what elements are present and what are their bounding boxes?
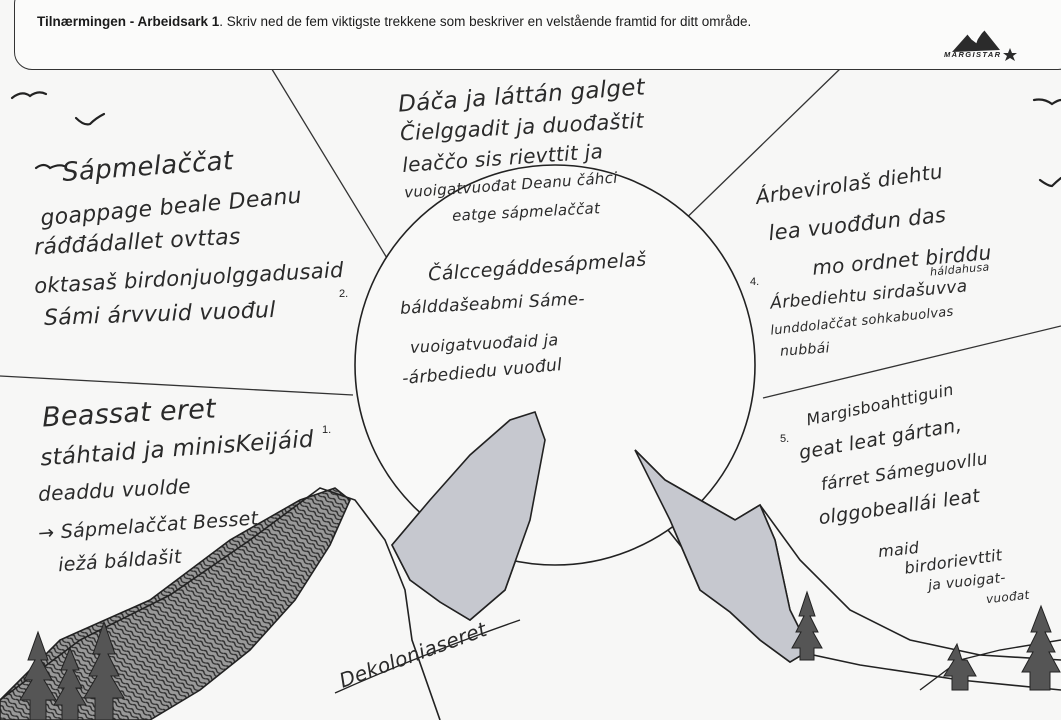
page-title: Tilnærmingen - Arbeidsark 1. Skriv ned d… <box>37 11 867 32</box>
bird-icon <box>1040 178 1061 186</box>
tree-icon <box>1022 606 1060 690</box>
bird-icon <box>76 114 104 124</box>
bird-icon <box>1034 100 1061 105</box>
title-bold: Tilnærmingen - Arbeidsark 1 <box>37 14 219 29</box>
section-number-5: 5. <box>780 433 789 445</box>
logo-text: MARGISTAR <box>944 50 1001 59</box>
bird-icon <box>36 165 64 168</box>
section-number-1: 1. <box>322 424 331 436</box>
section-number-4: 4. <box>750 276 759 288</box>
section-number-2: 2. <box>339 288 348 300</box>
bird-icon <box>12 92 46 98</box>
title-rest: . Skriv ned de fem viktigste trekkene so… <box>219 14 751 29</box>
